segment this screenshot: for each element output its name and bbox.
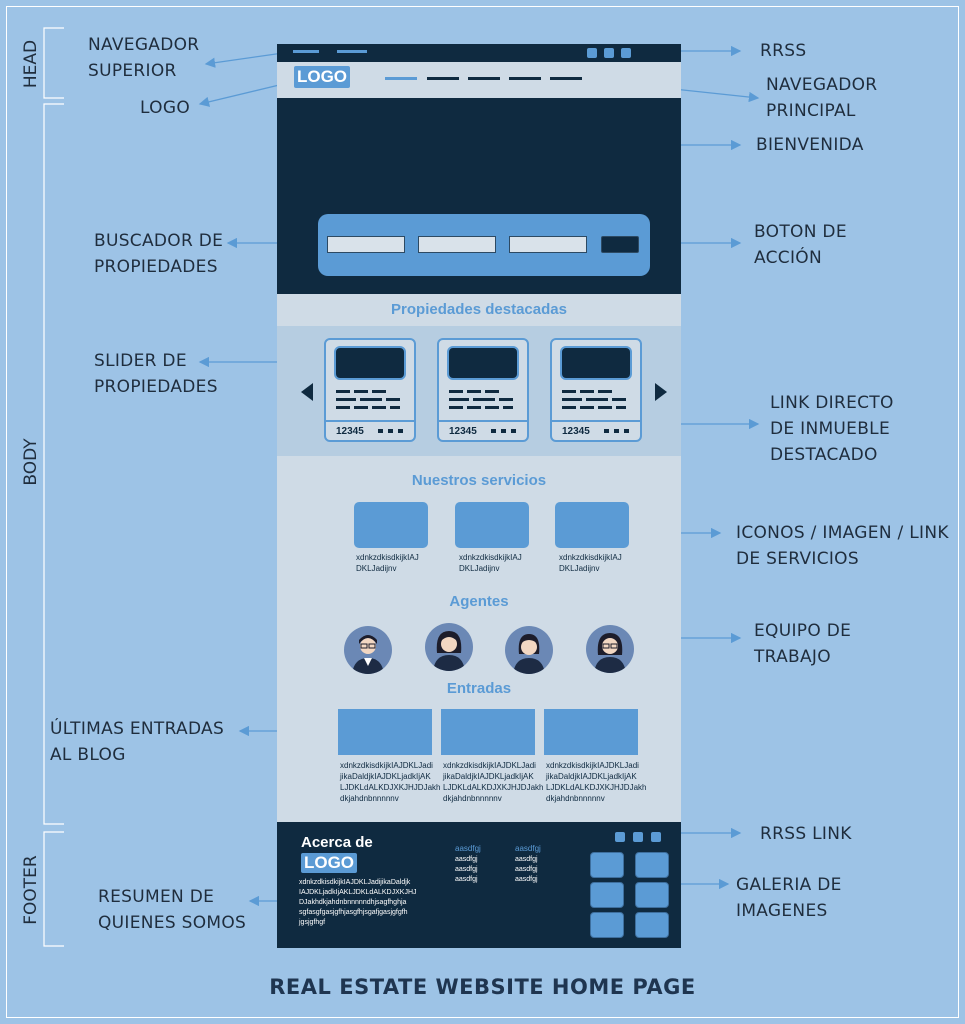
label-rrss-link: RRSS LINK [760,824,852,844]
property-card: 12345 [437,338,529,442]
website-mockup: LOGO Propiedades destacadas 12345 [277,44,681,948]
property-image [447,346,519,380]
social-icon [651,832,661,842]
footer-links-head: aasdfgj [455,844,481,853]
main-nav-link [468,77,500,80]
footer-links-head: aasdfgj [515,844,541,853]
main-nav-link [509,77,541,80]
gallery-image [590,912,624,938]
agent-avatar-icon [344,626,392,674]
agents-title: Agentes [449,593,509,610]
property-price: 12345 [449,426,477,437]
main-nav-link [550,77,582,80]
main-nav-link [427,77,459,80]
gallery-image [590,882,624,908]
label-logo: LOGO [140,98,191,118]
section-brackets [43,27,64,947]
search-button [601,236,639,253]
search-field [418,236,496,253]
gallery-image [590,852,624,878]
arrow-left-icon [301,383,313,401]
featured-title: Propiedades destacadas [391,301,567,318]
social-icon [615,832,625,842]
agent-avatar-icon [425,623,473,671]
main-nav-link [385,77,417,80]
site-logo: LOGO [294,66,350,88]
top-nav-link [293,50,319,53]
property-card: 12345 [550,338,642,442]
service-image [354,502,428,548]
label-bienvenida: BIENVENIDA [756,135,864,155]
section-body-label: BODY [21,438,41,486]
social-icon [587,48,597,58]
property-image [334,346,406,380]
agent-avatar-icon [505,626,553,674]
diagram-title: REAL ESTATE WEBSITE HOME PAGE [269,975,696,999]
blog-image [338,709,432,755]
section-footer-label: FOOTER [21,855,41,925]
hero-section [277,98,681,294]
main-navbar: LOGO [277,62,681,98]
label-rrss: RRSS [760,41,807,61]
social-icon [633,832,643,842]
top-nav-link [337,50,367,53]
footer-logo: LOGO [301,853,357,873]
property-card: 12345 [324,338,416,442]
gallery-image [635,852,669,878]
arrow-right-icon [655,383,667,401]
property-image [560,346,632,380]
property-price: 12345 [562,426,590,437]
property-slider: 12345 12345 12345 [277,326,681,456]
gallery-image [635,882,669,908]
blog-image [544,709,638,755]
service-image [455,502,529,548]
property-search-bar [318,214,650,276]
agent-avatar-icon [586,625,634,673]
section-head-label: HEAD [21,39,41,89]
services-title: Nuestros servicios [411,472,547,489]
gallery-image [635,912,669,938]
diagram-frame [6,6,959,1018]
social-icon [604,48,614,58]
top-navbar [277,44,681,62]
blog-image [441,709,535,755]
footer-about-title: Acerca de [301,834,373,851]
property-price: 12345 [336,426,364,437]
service-image [555,502,629,548]
footer-section: Acerca de LOGO xdnkzdkisdkijkIAJDKLJadij… [277,822,681,948]
entries-title: Entradas [446,680,512,697]
search-field [509,236,587,253]
search-field [327,236,405,253]
social-icon [621,48,631,58]
